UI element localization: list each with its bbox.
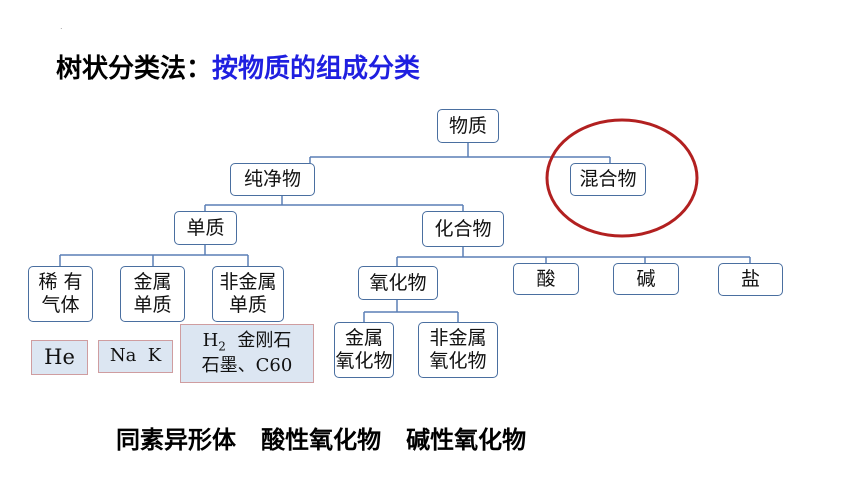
example-noble-gas: He <box>31 340 88 375</box>
diamond-label: 金刚石 <box>225 329 292 351</box>
example-nonmetals-line1: H2 金刚石 <box>203 330 292 355</box>
node-oxides: 氧化物 <box>358 266 438 300</box>
mixture-highlight-circle <box>545 118 699 238</box>
footer-terms: 同素异形体 酸性氧化物 碱性氧化物 <box>116 426 527 454</box>
title-highlight: 按物质的组成分类 <box>212 54 421 84</box>
node-metal-oxide: 金属 氧化物 <box>334 322 394 378</box>
slide-title: 树状分类法：按物质的组成分类 <box>56 48 420 85</box>
node-substance: 物质 <box>437 109 499 143</box>
title-prefix: 树状分类法： <box>56 54 213 84</box>
node-elements: 单质 <box>174 211 237 245</box>
node-metal-element: 金属 单质 <box>120 266 185 322</box>
node-nonmetal-element: 非金属 单质 <box>212 266 284 322</box>
node-salt: 盐 <box>718 263 783 296</box>
node-compounds: 化合物 <box>422 211 504 247</box>
node-noble-gas: 稀 有 气体 <box>28 266 93 322</box>
example-metals: Na K <box>98 340 173 373</box>
node-acid: 酸 <box>513 263 579 295</box>
example-nonmetals-line2: 石墨、C60 <box>201 354 293 376</box>
node-mixture: 混合物 <box>570 163 646 196</box>
node-base: 碱 <box>613 263 679 295</box>
node-pure-substance: 纯净物 <box>230 163 315 196</box>
slide-marker: . <box>60 22 63 31</box>
example-nonmetals: H2 金刚石 石墨、C60 <box>180 324 314 383</box>
node-nonmetal-oxide: 非金属 氧化物 <box>418 322 498 378</box>
hydrogen-subscript: 2 <box>218 339 226 354</box>
hydrogen-symbol: H <box>202 329 219 351</box>
